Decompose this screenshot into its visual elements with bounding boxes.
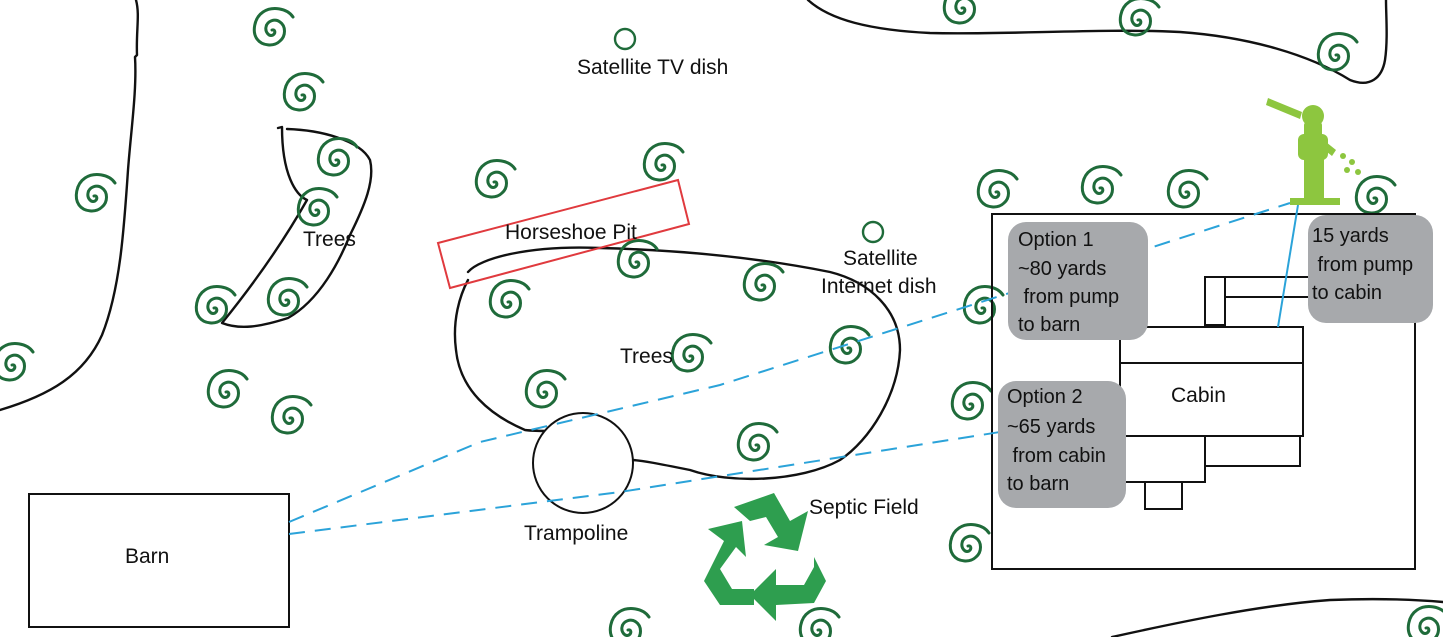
note-pump-line2: from pump (1312, 254, 1413, 276)
horseshoe-pit-label: Horseshoe Pit (505, 221, 637, 244)
spiral-tree-icon (942, 0, 985, 25)
trees-label-left: Trees (303, 228, 356, 251)
trampoline-label: Trampoline (524, 522, 628, 545)
spiral-tree-icon (524, 369, 567, 409)
spiral-tree-icon (976, 169, 1019, 209)
spiral-tree-icon (252, 7, 295, 47)
cabin-label: Cabin (1171, 384, 1226, 407)
satellite-tv-label: Satellite TV dish (577, 56, 728, 79)
spiral-tree-icon (1080, 165, 1123, 205)
note-option1: Option 1 ~80 yards from pump to barn (1008, 222, 1148, 340)
note-option2-line2: ~65 yards (1007, 416, 1095, 438)
cabin-yard-outline (991, 213, 1416, 570)
forest-outline-top-right (806, 0, 1388, 84)
spiral-tree-icon (828, 325, 871, 365)
forest-outline-bottom-right (1110, 597, 1443, 637)
barn-label: Barn (125, 545, 169, 568)
note-option1-line2: ~80 yards (1018, 258, 1106, 280)
spiral-tree-icon (670, 333, 713, 373)
spiral-tree-icon (948, 523, 991, 563)
satellite-internet-label-line1: Satellite (843, 247, 918, 270)
horseshoe-pit-outline (436, 178, 691, 290)
satellite-internet-label-line2: Internet dish (821, 275, 937, 298)
note-option1-line1: Option 1 (1018, 229, 1094, 251)
satellite-internet-dish-icon (861, 220, 885, 244)
note-option2: Option 2 ~65 yards from cabin to barn (998, 381, 1126, 508)
satellite-tv-dish-icon (613, 27, 637, 51)
note-option2-line4: to barn (1007, 473, 1069, 495)
septic-field-label: Septic Field (809, 496, 919, 519)
note-option1-line3: from pump (1018, 286, 1119, 308)
barn-outline (28, 493, 290, 628)
spiral-tree-icon (74, 173, 117, 213)
pipe-route-option1 (288, 202, 1291, 523)
note-option2-line1: Option 2 (1007, 386, 1083, 408)
spiral-tree-icon (282, 72, 325, 112)
spiral-tree-icon (1118, 0, 1161, 37)
spiral-tree-icon (474, 159, 517, 199)
spiral-tree-icon (742, 262, 785, 302)
note-option1-line4: to barn (1018, 314, 1080, 336)
spiral-tree-icon (1166, 169, 1209, 209)
note-pump-to-cabin: 15 yards from pump to cabin (1308, 215, 1433, 323)
spiral-tree-icon (206, 369, 249, 409)
note-pump-line3: to cabin (1312, 282, 1382, 304)
spiral-tree-icon (1354, 175, 1397, 215)
spiral-tree-icon (608, 607, 651, 637)
cabin-building (1119, 276, 1316, 510)
trees-label-center: Trees (620, 345, 673, 368)
spiral-tree-icon (1406, 605, 1443, 637)
spiral-tree-icon (1316, 32, 1359, 72)
tree-cluster-outline-center (453, 246, 902, 481)
recycle-icon (704, 493, 826, 621)
tree-cluster-outline-left (220, 125, 373, 329)
spiral-tree-icon (488, 279, 531, 319)
trampoline-outline (532, 412, 634, 514)
pipe-route-pump-to-cabin (1277, 204, 1299, 328)
spiral-tree-icon (616, 239, 659, 279)
note-option2-line3: from cabin (1007, 445, 1106, 467)
spiral-tree-icon (736, 422, 779, 462)
spiral-tree-icon (798, 607, 841, 637)
spiral-tree-icon (194, 285, 237, 325)
spiral-tree-icon (950, 381, 993, 421)
note-pump-line1: 15 yards (1312, 225, 1389, 247)
forest-outline-left (0, 0, 140, 412)
spiral-tree-icon (0, 342, 35, 382)
spiral-tree-icon (642, 142, 685, 182)
water-pump-icon (1266, 98, 1361, 205)
spiral-tree-icon (270, 395, 313, 435)
